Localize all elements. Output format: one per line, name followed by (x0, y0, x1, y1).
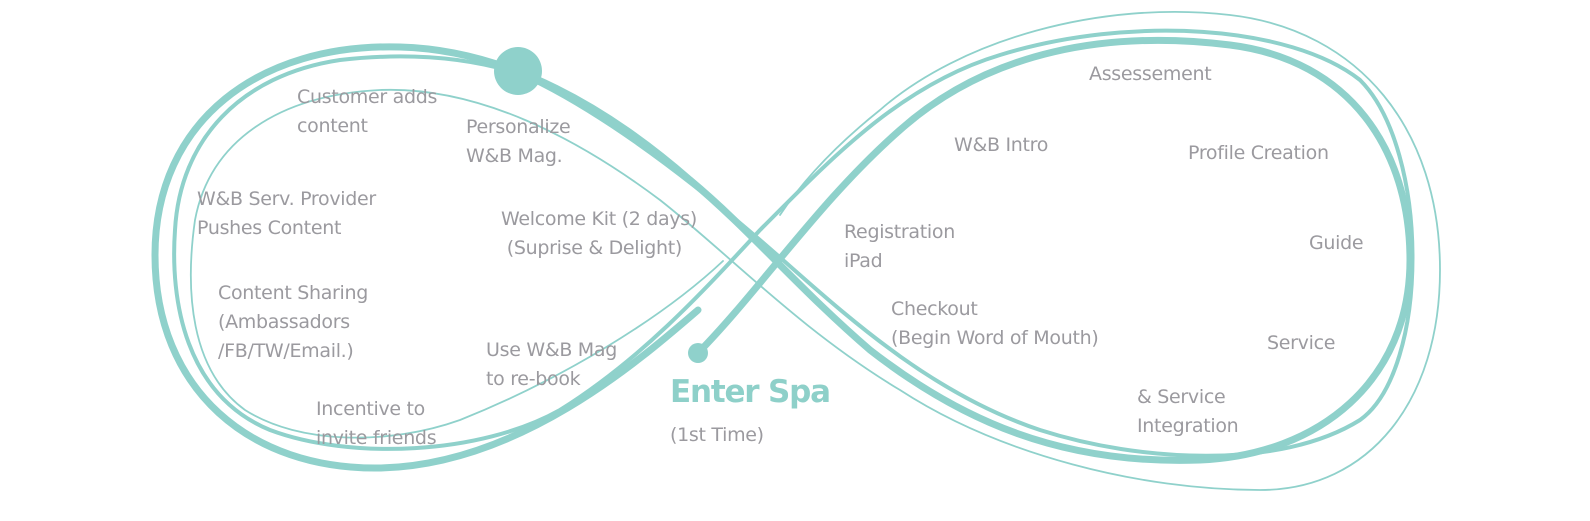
stage-provider-pushes: W&B Serv. Provider Pushes Content (197, 188, 376, 239)
stage-registration: Registration iPad (844, 221, 955, 272)
journey-milestone-dot (494, 47, 542, 95)
stage-welcome-kit: Welcome Kit (2 days) (Suprise & Delight) (501, 208, 697, 259)
journey-start-dot (688, 343, 708, 363)
stage-rebook: Use W&B Mag to re-book (486, 339, 618, 390)
stage-service-integration: & Service Integration (1137, 386, 1239, 437)
loop-medium-band (172, 28, 1415, 458)
stage-personalize: Personalize W&B Mag. (466, 116, 571, 167)
stage-customer-adds-content: Customer adds content (297, 86, 438, 137)
stage-guide: Guide (1309, 232, 1364, 254)
stage-content-sharing: Content Sharing (Ambassadors /FB/TW/Emai… (218, 282, 369, 362)
stage-incentive: Incentive to invite friends (316, 398, 437, 449)
enter-spa-title: Enter Spa (670, 374, 831, 410)
stage-service: Service (1267, 332, 1336, 354)
stage-wb-intro: W&B Intro (954, 134, 1049, 156)
stage-checkout: Checkout (Begin Word of Mouth) (891, 298, 1099, 349)
loop-thick-band (151, 36, 1414, 472)
loop-thin-line (189, 10, 1441, 491)
stage-profile-creation: Profile Creation (1188, 142, 1329, 164)
enter-spa-subtitle: (1st Time) (670, 424, 764, 446)
stage-assessement: Assessement (1089, 63, 1212, 85)
